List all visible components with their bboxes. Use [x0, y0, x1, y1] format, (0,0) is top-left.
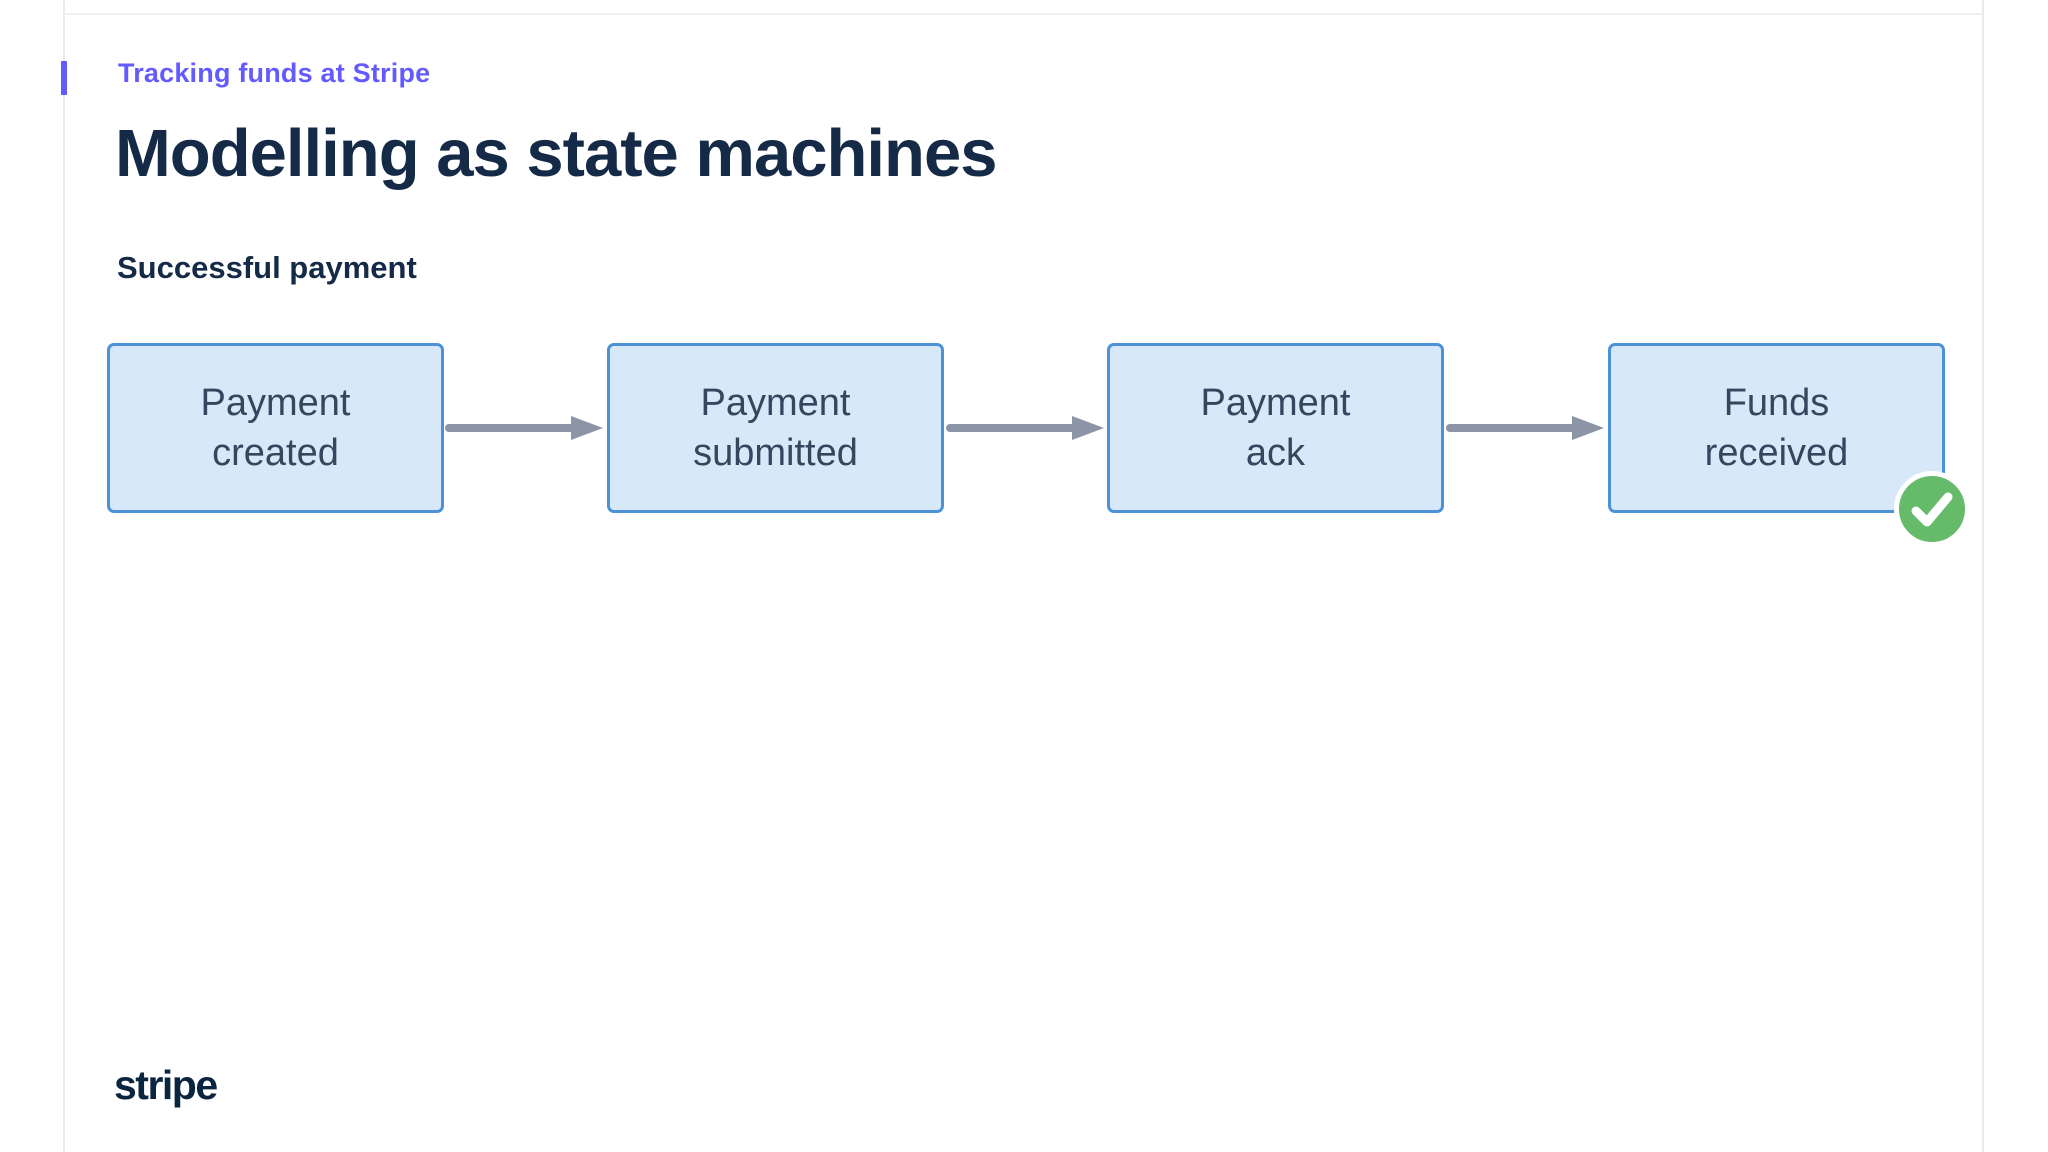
kicker-accent-bar [61, 61, 67, 95]
state-label-line: created [212, 432, 339, 474]
transition-arrow-icon [1446, 415, 1606, 441]
stripe-logo: stripe [114, 1062, 218, 1108]
slide-left-border [63, 0, 65, 1152]
success-check-icon [1894, 471, 1970, 547]
state-label-line: Payment [700, 382, 851, 424]
deck-title-kicker: Tracking funds at Stripe [118, 58, 431, 88]
slide-right-border [1982, 0, 1984, 1152]
state-label-line: ack [1245, 432, 1306, 474]
state-label-line: submitted [693, 432, 858, 474]
state-node-payment-ack: Payment ack [1107, 343, 1444, 513]
slide-top-border [64, 13, 1982, 15]
state-label-line: Funds [1723, 382, 1830, 424]
state-node-payment-created: Payment created [107, 343, 444, 513]
state-label-line: Payment [1200, 382, 1351, 424]
section-label: Successful payment [117, 250, 417, 285]
state-label-line: received [1704, 432, 1849, 474]
state-node-funds-received: Funds received [1608, 343, 1945, 513]
state-label-line: Payment [200, 382, 351, 424]
slide-title: Modelling as state machines [115, 116, 997, 191]
transition-arrow-icon [445, 415, 605, 441]
transition-arrow-icon [946, 415, 1106, 441]
state-node-payment-submitted: Payment submitted [607, 343, 944, 513]
